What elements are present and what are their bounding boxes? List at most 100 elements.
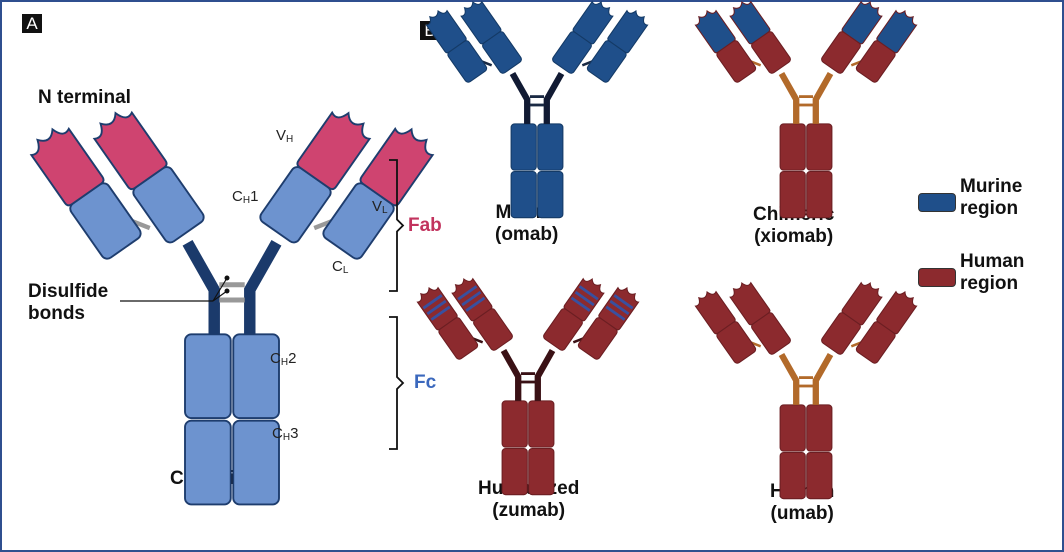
vh-domain	[729, 281, 771, 326]
fab-label: Fab	[408, 215, 442, 236]
disulfide-pointer	[212, 277, 228, 302]
cdr-stripe	[578, 285, 599, 301]
cdr-stripe	[613, 294, 634, 310]
ch2-domain-shape	[779, 404, 806, 452]
vh-domain	[841, 281, 883, 326]
fab-bracket	[389, 159, 405, 292]
ch3-domain-shape	[537, 170, 564, 219]
vl-domain-shape	[598, 286, 640, 331]
antibody-chimeric	[694, 0, 918, 219]
ch2-domain	[779, 123, 806, 171]
vh-domain	[841, 0, 883, 45]
vh-domain	[92, 110, 168, 191]
vh-domain-shape	[572, 0, 614, 45]
disulfide-line1: Disulfide	[28, 281, 109, 302]
legend-text: Human	[960, 251, 1025, 272]
ch3-domain	[806, 170, 833, 219]
vl-domain	[876, 290, 918, 335]
cdr-stripe	[574, 290, 595, 307]
vl-domain-shape	[876, 290, 918, 335]
murine-legend-swatch	[918, 193, 956, 212]
legend-text: Murine	[960, 176, 1023, 197]
ch3-domain-shape	[806, 170, 833, 219]
vl-domain-shape	[607, 9, 649, 54]
disulfide-bonds-label: Disulfide bonds	[28, 281, 108, 325]
n-terminal-label: N terminal	[38, 87, 131, 108]
ch2-domain-shape	[779, 123, 806, 171]
ch3-domain	[184, 419, 232, 506]
ch2-domain	[806, 404, 833, 452]
vh-domain	[563, 277, 605, 322]
antibody-human	[694, 281, 918, 500]
ch2-domain	[184, 333, 232, 420]
disulfide-dot	[224, 275, 230, 281]
ch3-label: CH3	[272, 425, 299, 443]
ch2-domain	[528, 400, 555, 448]
antibody-humanized	[416, 277, 640, 496]
cdr-stripe	[465, 296, 486, 312]
vl-domain-shape	[425, 9, 467, 54]
vl-domain	[607, 9, 649, 54]
hinge-right	[812, 71, 834, 124]
vl-domain-shape	[416, 286, 458, 331]
vl-domain-shape	[876, 9, 918, 54]
human-legend-swatch	[918, 268, 956, 287]
ch3-domain-shape	[806, 451, 833, 500]
ch2-domain-shape	[184, 333, 232, 420]
vh-domain-shape	[460, 0, 502, 45]
cdr-stripe	[457, 285, 478, 301]
legend-text: region	[960, 273, 1019, 294]
vh-domain-shape	[296, 110, 372, 191]
cdr-stripe	[426, 299, 447, 316]
vl-domain	[694, 290, 736, 335]
hinge-left	[182, 240, 220, 335]
vh-domain	[451, 277, 493, 322]
ch2-label: CH2	[270, 350, 297, 368]
antibody-murine	[425, 0, 649, 219]
ch3-domain-shape	[528, 447, 555, 496]
ch2-domain	[806, 123, 833, 171]
vh-label: VH	[276, 127, 294, 145]
disulfide-pointer	[212, 290, 228, 302]
ch3-domain	[806, 451, 833, 500]
ch2-domain-shape	[510, 123, 537, 171]
cl-label: CL	[332, 258, 349, 276]
ch2-domain	[501, 400, 528, 448]
cdr-stripe	[430, 305, 451, 321]
ch2-domain-shape	[537, 123, 564, 171]
ch2-domain	[232, 333, 280, 420]
ch1-label: CH1	[232, 188, 259, 206]
disulfide-line2: bonds	[28, 303, 85, 324]
ch3-domain-shape	[779, 451, 806, 500]
ch2-domain	[510, 123, 537, 171]
vh-domain-shape	[563, 277, 605, 322]
vl-domain-shape	[694, 9, 736, 54]
ch2-domain-shape	[501, 400, 528, 448]
vl-domain	[876, 9, 918, 54]
vh-domain-shape	[92, 110, 168, 191]
ch3-domain-shape	[184, 419, 232, 506]
ch3-domain-shape	[232, 419, 280, 506]
cdr-stripe	[422, 294, 443, 310]
vh-domain	[460, 0, 502, 45]
murine-legend-label: Murine region	[960, 176, 1022, 220]
cdr-stripe	[605, 305, 626, 321]
vl-domain	[29, 126, 105, 207]
hinge-right	[543, 71, 565, 124]
human-legend-label: Human region	[960, 251, 1024, 295]
ch2-domain	[537, 123, 564, 171]
ch3-domain	[528, 447, 555, 496]
fc-label: Fc	[414, 372, 437, 393]
cdr-stripe	[461, 290, 482, 307]
ch3-domain	[501, 447, 528, 496]
humanized-suffix: (zumab)	[492, 500, 566, 521]
legend-text: region	[960, 198, 1019, 219]
panel-a-tag: A	[22, 14, 42, 33]
human-suffix: (umab)	[770, 503, 834, 524]
antibody-a	[29, 110, 435, 506]
vh-domain	[572, 0, 614, 45]
vh-domain-shape	[841, 281, 883, 326]
murine-suffix: (omab)	[495, 224, 559, 245]
